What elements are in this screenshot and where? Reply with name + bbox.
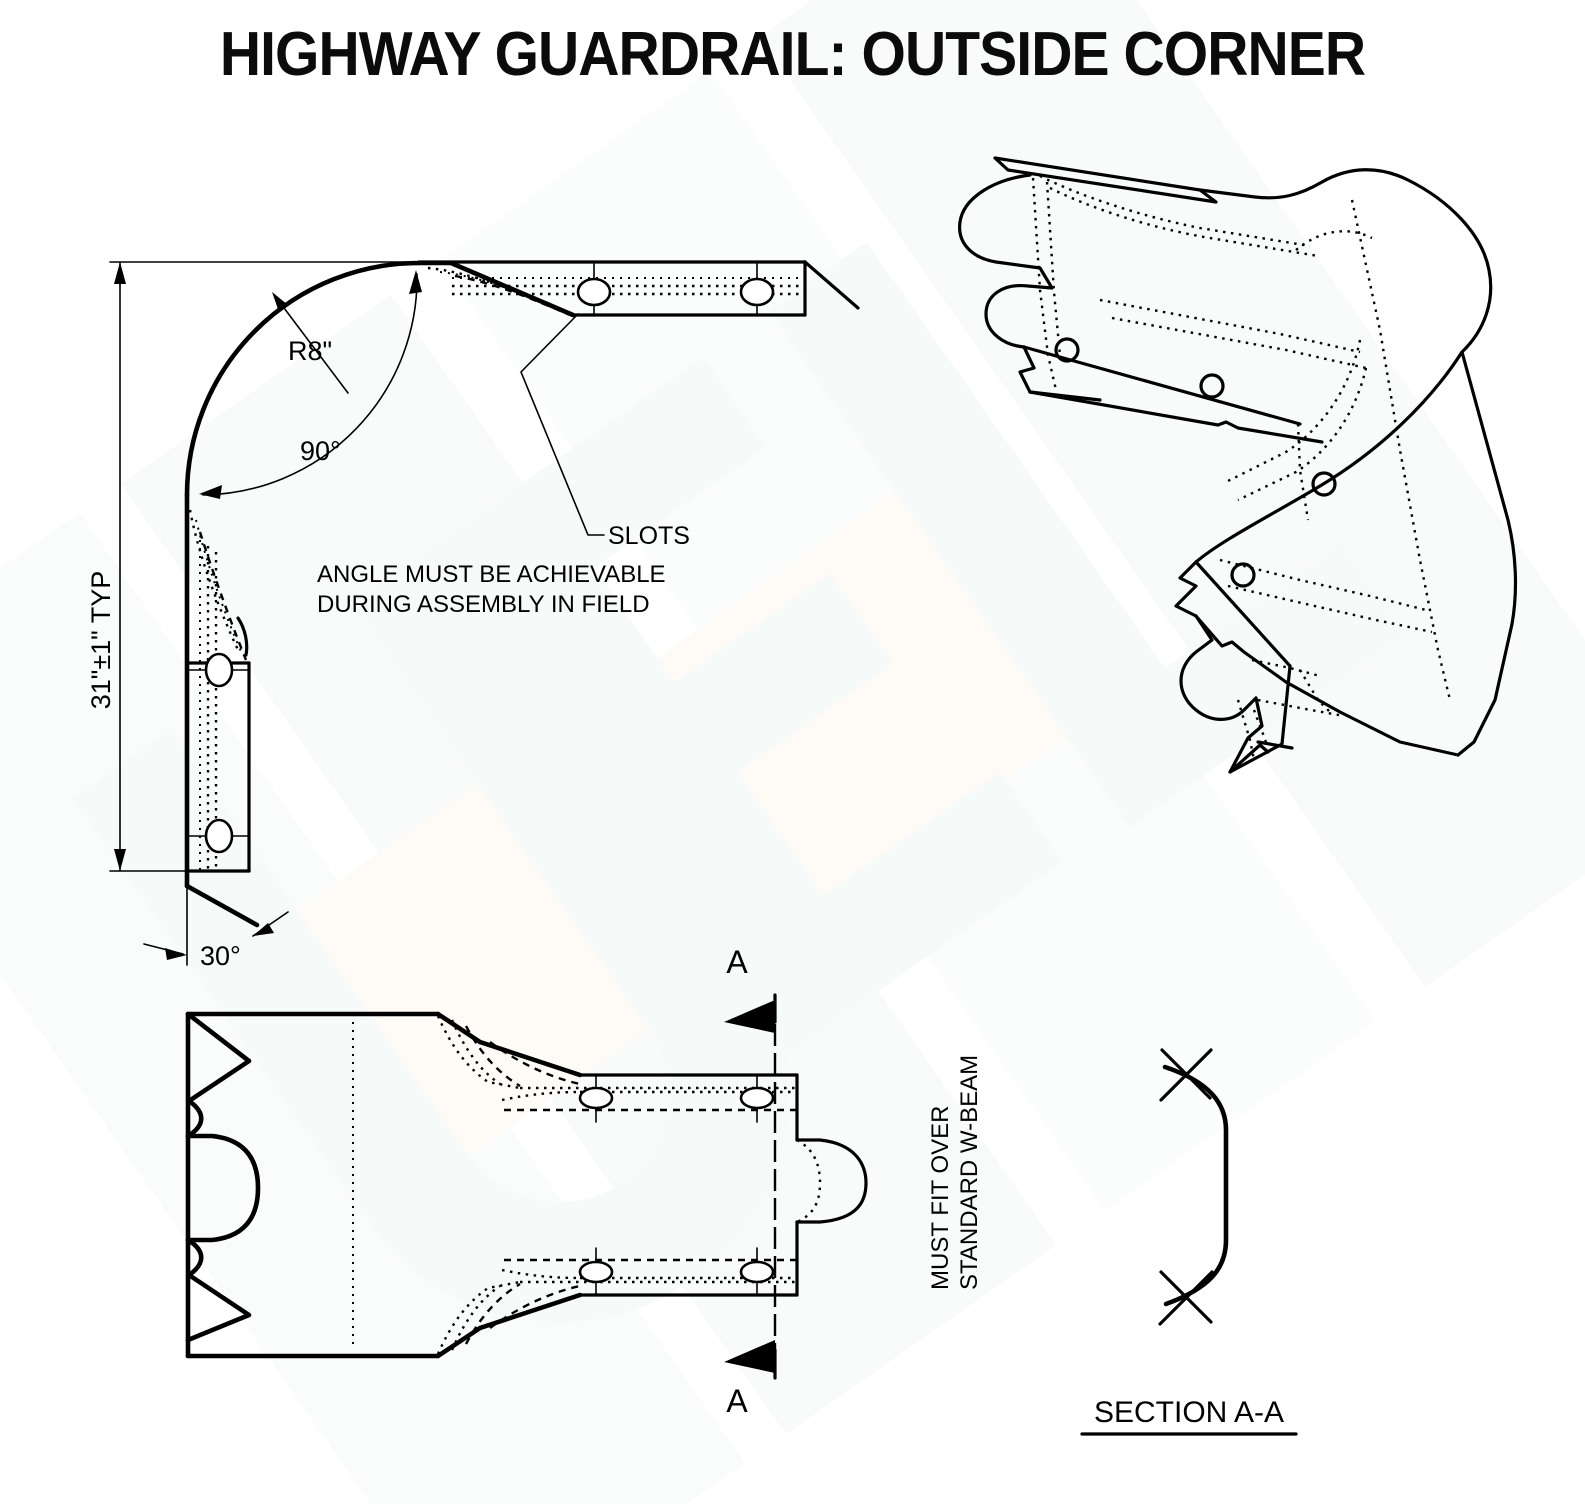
bolt-hole bbox=[1311, 471, 1337, 497]
field-assembly-note: ANGLE MUST BE ACHIEVABLE DURING ASSEMBLY… bbox=[317, 561, 666, 618]
w-beam-fit-note-line2: STANDARD W-BEAM bbox=[956, 1055, 983, 1290]
section-caption: SECTION A-A bbox=[1094, 1396, 1284, 1429]
bolt-hole bbox=[1199, 373, 1225, 399]
height-dimension: 31"±1" TYP bbox=[86, 261, 471, 872]
elevation-view: 31"±1" TYP bbox=[86, 260, 860, 971]
plan-slots bbox=[578, 1074, 775, 1296]
isometric-bolt-holes bbox=[1054, 337, 1337, 588]
angle-dimension-text: 90° bbox=[300, 436, 341, 466]
slots-leader: SLOTS bbox=[520, 313, 690, 550]
height-dimension-text: 31"±1" TYP bbox=[86, 571, 116, 710]
slot-hole bbox=[204, 652, 234, 688]
slot-hole bbox=[739, 1086, 775, 1110]
slot-hole bbox=[576, 277, 612, 307]
bolt-hole bbox=[1054, 337, 1080, 363]
bevel-angle-text: 30° bbox=[200, 941, 241, 971]
isometric-hidden-lines bbox=[1031, 174, 1452, 761]
left-arm-hidden-lines bbox=[188, 509, 248, 872]
plan-hidden-lines-top bbox=[436, 1015, 797, 1112]
isometric-view bbox=[958, 156, 1518, 774]
left-arm-slots bbox=[186, 652, 250, 854]
top-arm-slots bbox=[576, 261, 775, 316]
break-symbol-bottom bbox=[1158, 1270, 1214, 1326]
page-title: HIGHWAY GUARDRAIL: OUTSIDE CORNER bbox=[219, 20, 1366, 89]
break-symbol-top bbox=[1159, 1048, 1213, 1102]
slot-hole bbox=[578, 1086, 614, 1110]
slots-label: SLOTS bbox=[608, 522, 690, 550]
field-assembly-note-line1: ANGLE MUST BE ACHIEVABLE bbox=[317, 561, 666, 588]
slot-hole bbox=[739, 277, 775, 307]
section-marker-bottom: A bbox=[726, 1383, 748, 1419]
plan-nose-hidden bbox=[796, 1138, 822, 1224]
section-a-a: SECTION A-A bbox=[1080, 1048, 1298, 1436]
plan-hidden-lines-bottom bbox=[436, 1258, 797, 1355]
plan-view: A A MUST FIT OVER STANDARD W-BEAM bbox=[185, 944, 983, 1419]
radius-dimension: R8" bbox=[272, 292, 349, 394]
radius-dimension-text: R8" bbox=[288, 336, 332, 366]
w-beam-fit-note: MUST FIT OVER STANDARD W-BEAM bbox=[927, 1055, 983, 1290]
angle-dimension: 90° bbox=[199, 270, 422, 499]
slot-hole bbox=[739, 1260, 775, 1284]
field-assembly-note-line2: DURING ASSEMBLY IN FIELD bbox=[317, 591, 650, 618]
section-cut-line: A A bbox=[724, 944, 777, 1419]
slot-hole bbox=[204, 818, 234, 854]
section-marker-top: A bbox=[726, 944, 748, 980]
bottom-bevel: 30° bbox=[143, 870, 289, 971]
w-beam-fit-note-line1: MUST FIT OVER bbox=[927, 1106, 954, 1290]
bolt-hole bbox=[1230, 562, 1256, 588]
slot-hole bbox=[578, 1260, 614, 1284]
